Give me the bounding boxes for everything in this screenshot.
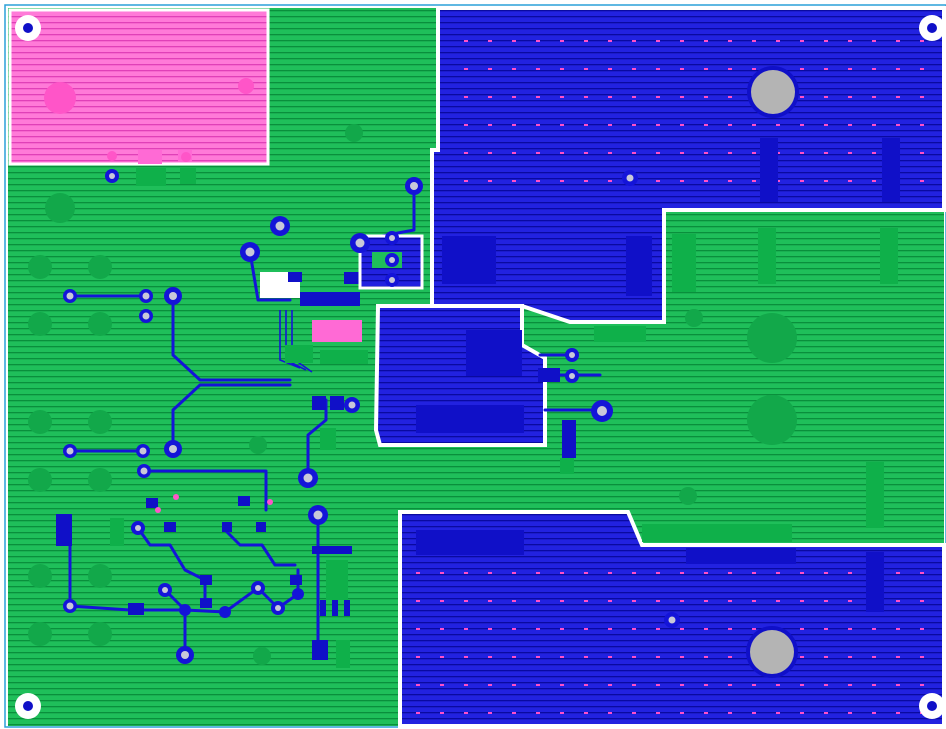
thermal-pad	[45, 193, 75, 223]
pad-large	[416, 405, 524, 433]
via-array-bottom	[410, 560, 940, 720]
pad-green	[642, 524, 792, 542]
thermal-grid	[28, 124, 703, 665]
pad-large	[466, 330, 522, 376]
thermal-pad	[747, 395, 797, 445]
corner-hole	[15, 15, 945, 719]
thermal-pad	[747, 313, 797, 363]
small-via-group	[107, 78, 273, 513]
pad-large	[760, 138, 778, 202]
pad-large	[416, 530, 524, 555]
via-group	[63, 169, 680, 664]
pad-green	[672, 234, 696, 292]
mounting-hole	[746, 66, 799, 678]
pad-large	[626, 236, 652, 296]
pad-green	[880, 228, 898, 284]
pad-large	[866, 552, 884, 612]
pad-large	[442, 236, 496, 284]
pad-blue	[686, 548, 796, 564]
pad-large	[882, 138, 900, 202]
pad-green	[866, 462, 884, 528]
pad-green	[758, 228, 776, 284]
thermal-pad	[44, 82, 76, 114]
via-array-top	[445, 15, 925, 195]
pad-green	[594, 326, 646, 342]
